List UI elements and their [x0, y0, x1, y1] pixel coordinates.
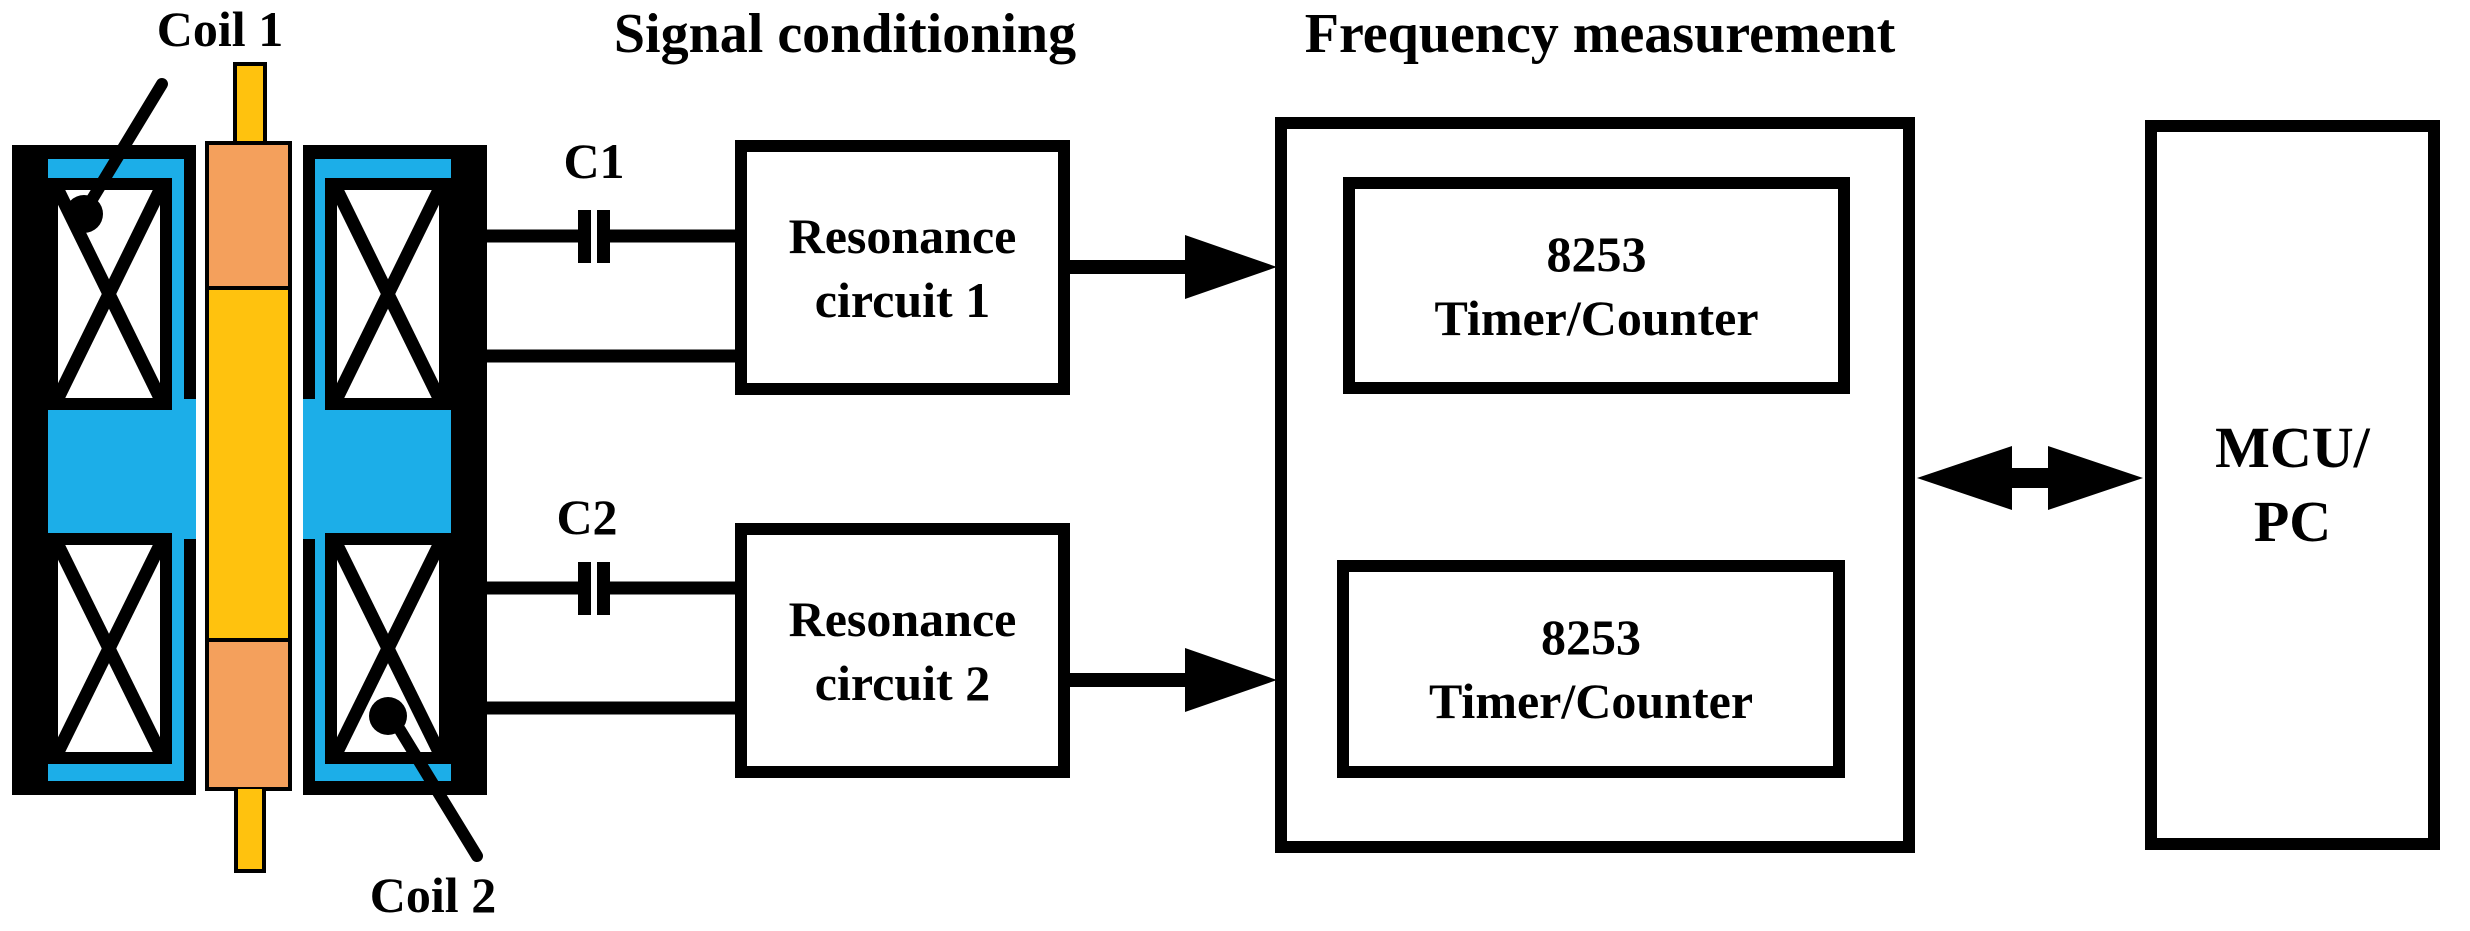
coil1-winding-upper-left	[46, 178, 172, 410]
resonance-circuit-1-line1: Resonance	[788, 207, 1017, 264]
capacitor-c2-plate-right	[597, 562, 610, 615]
shaft-segment-orange-bottom	[209, 642, 288, 787]
coil2-winding-lower-right	[325, 533, 451, 764]
frequency-measurement-title: Frequency measurement	[1304, 3, 1896, 65]
timer-counter-1-box: 8253 Timer/Counter	[1343, 177, 1850, 394]
left-core-inner-wall-top	[184, 159, 196, 399]
timer-counter-1-line2: Timer/Counter	[1434, 289, 1759, 346]
left-core-inner-wall-bottom	[184, 539, 196, 781]
resonance-circuit-1-box: Resonance circuit 1	[735, 140, 1070, 395]
shaft-bottom-rod	[234, 789, 266, 873]
c2-label: C2	[556, 489, 618, 545]
coil2-label: Coil 2	[369, 867, 497, 923]
timer-counter-2-line1: 8253	[1541, 609, 1641, 665]
timer-counter-2-line2: Timer/Counter	[1428, 673, 1754, 729]
right-core-inner-wall-top	[303, 159, 315, 399]
arrow-res2-to-freq	[1064, 648, 1277, 712]
resonance-circuit-2-line1: Resonance	[788, 590, 1017, 647]
c1-label: C1	[563, 133, 625, 189]
right-core-inner-wall-bottom	[303, 539, 315, 781]
shaft-segment-gold-middle	[209, 290, 288, 638]
mcu-pc-line2: PC	[2253, 489, 2332, 554]
coil1-winding-upper-right	[325, 178, 451, 410]
capacitor-c1-plate-left	[578, 210, 591, 263]
timer-counter-1-line1: 8253	[1546, 225, 1647, 282]
shaft-top-rod	[233, 62, 267, 145]
shaft-bottom-rod-fill	[238, 789, 262, 869]
double-arrow-freq-mcu	[1917, 446, 2143, 510]
resonance-circuit-1-line2: circuit 1	[814, 271, 991, 328]
mcu-pc-box: MCU/ PC	[2145, 120, 2440, 850]
coil2-winding-lower-left	[46, 533, 172, 764]
resonance-circuit-2-box: Resonance circuit 2	[735, 523, 1070, 778]
resonance-circuit-2-line2: circuit 2	[814, 654, 991, 711]
capacitor-c2-plate-left	[578, 562, 591, 615]
coil1-label: Coil 1	[156, 1, 284, 57]
arrow-res1-to-freq	[1064, 235, 1277, 299]
signal-conditioning-title: Signal conditioning	[613, 3, 1077, 65]
timer-counter-2-box: 8253 Timer/Counter	[1337, 560, 1845, 778]
capacitor-c1-plate-right	[597, 210, 610, 263]
sensor-assembly: Coil 1 Coil 2	[0, 0, 520, 931]
shaft-body	[205, 141, 292, 791]
mcu-pc-line1: MCU/	[2215, 415, 2370, 480]
shaft-top-rod-fill	[237, 66, 263, 145]
shaft-segment-orange-top	[209, 145, 288, 286]
